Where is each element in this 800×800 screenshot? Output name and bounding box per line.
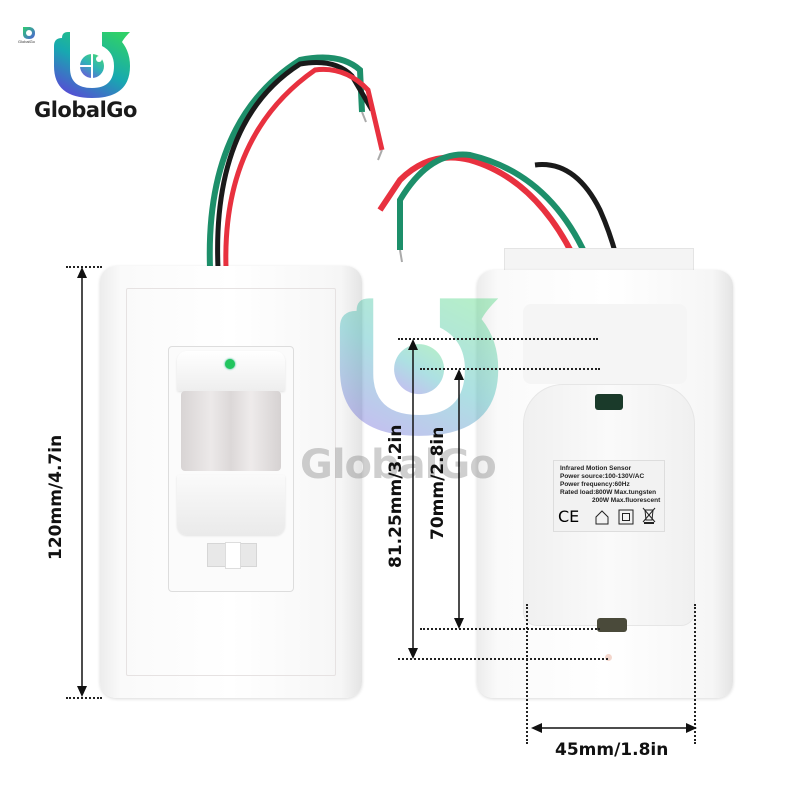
height-dimension-label: 120mm/4.7in [46,434,66,560]
pir-lens [181,391,281,471]
height-guide-top [66,266,102,268]
screw-hole [605,654,612,661]
spec-label-line-4: Rated load:800W Max.tungsten [560,489,657,496]
height-arrow-icon [77,267,87,697]
front-sensor-plate [100,266,362,698]
width-guide-right [694,604,696,744]
outer-guide-top [398,338,598,340]
small-brand-logo: GlobalGo [18,26,38,44]
house-icon [595,510,609,525]
height-guide-bottom [66,697,102,699]
spec-label-line-2: Power source:100-130V/AC [560,473,645,480]
back-recess [523,304,687,384]
width-guide-left [526,604,528,744]
outer-guide-bottom [398,658,608,660]
width-arrow-icon [531,723,697,733]
outer-height-arrow-icon [408,339,418,659]
spec-label: Infrared Motion Sensor Power source:100-… [553,460,665,532]
outer-dimension-label: 81.25mm/3.2in [386,424,406,568]
spec-label-line-3: Power frequency:60Hz [560,481,630,488]
weee-bin-icon [642,507,656,524]
inner-guide-top [420,368,600,370]
inner-height-arrow-icon [454,369,464,629]
front-plate-inner-border [126,288,336,676]
sensor-bottom-housing [177,475,285,535]
wiring-slot [597,618,627,632]
globalgo-logo-icon [54,32,130,98]
sensor-top-housing [177,351,285,391]
spec-label-line-5: 200W Max.fluorescent [592,497,661,504]
double-square-icon [618,509,634,525]
inner-guide-bottom [420,628,600,630]
inner-dimension-label: 70mm/2.8in [428,426,448,540]
wire-exit-port [595,394,623,410]
sensor-module [168,346,294,592]
small-logo-text: GlobalGo [18,39,35,44]
ce-mark-icon: CE [558,507,580,526]
mode-switch[interactable] [207,542,257,569]
switch-slider[interactable] [225,542,241,569]
spec-label-line-1: Infrared Motion Sensor [560,465,632,472]
brand-name: GlobalGo [34,98,137,122]
brand-logo: GlobalGo [34,28,148,128]
small-logo-icon [23,27,35,39]
width-dimension-label: 45mm/1.8in [555,740,669,760]
status-led [225,359,235,369]
